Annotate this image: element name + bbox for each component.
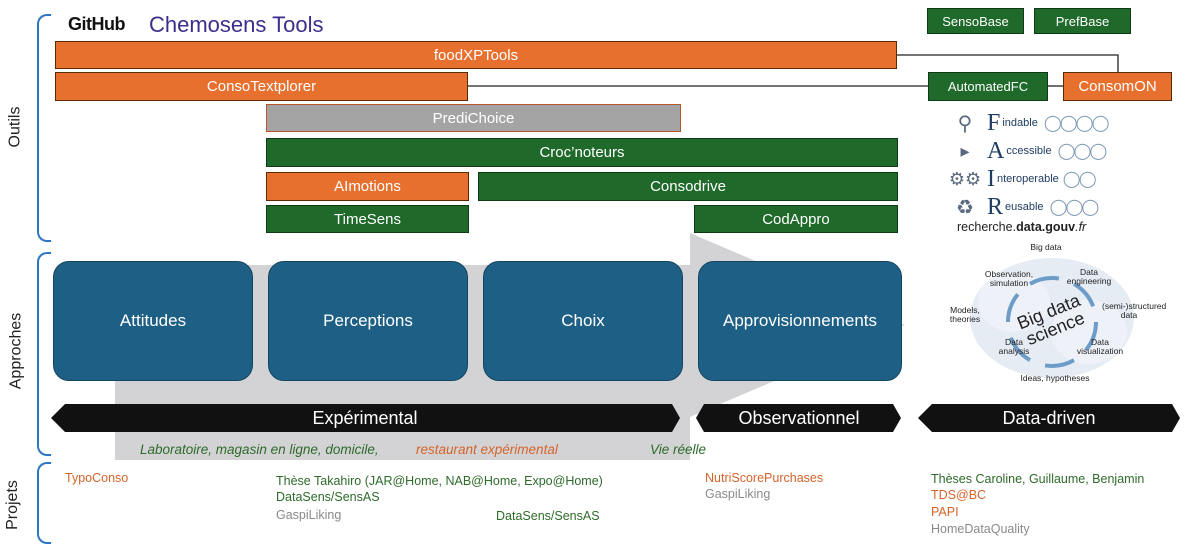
band-experimental: Expérimental [312, 407, 418, 428]
project-homedataquality[interactable]: HomeDataQuality [931, 522, 1030, 536]
recycle-icon: ♻ [956, 196, 974, 219]
bands-svg [51, 404, 1180, 432]
project-datasens-2[interactable]: DataSens/SensAS [496, 509, 600, 523]
fair-findable-word: indable [1002, 117, 1038, 129]
bigdata-cloud [970, 258, 1134, 378]
fair-reusable-row: ♻ R eusable ◯◯◯ [943, 192, 1158, 222]
fair-a-letter: A [987, 137, 1005, 164]
project-tdsbc[interactable]: TDS@BC [931, 488, 987, 502]
interoperable-decor-icon: ◯◯ [1062, 171, 1097, 188]
approach-perceptions[interactable]: Perceptions [268, 261, 468, 381]
project-gaspiliking-2[interactable]: GaspiLiking [705, 487, 771, 501]
sensobase-button[interactable]: SensoBase [927, 8, 1024, 34]
github-logo[interactable]: GitHub [68, 14, 126, 34]
project-papi[interactable]: PAPI [931, 505, 959, 519]
foodxptools-bar[interactable]: foodXPTools [55, 41, 897, 69]
project-datasens-1[interactable]: DataSens/SensAS [276, 490, 380, 504]
bigdata-models-label: Models, theories [949, 305, 981, 325]
bigdata-engineering-label: Data engineering [1066, 267, 1112, 287]
band-observationnel: Observationnel [738, 407, 860, 428]
consomon-button[interactable]: ConsomON [1063, 72, 1172, 101]
bigdata-structured-label: (semi-)structured data [1102, 301, 1167, 321]
project-typoconso[interactable]: TypoConso [65, 471, 129, 485]
fair-source-suffix: .fr [1075, 220, 1087, 234]
aimotions-bar[interactable]: AImotions [266, 172, 469, 201]
fair-findable-row: ⚲ F indable ◯◯◯◯ [943, 108, 1158, 138]
outils-bracket [37, 14, 51, 242]
context-restaurant: restaurant expérimental [416, 442, 558, 457]
bigdata-analysis-label: Data analysis [998, 337, 1030, 357]
approach-choix[interactable]: Choix [483, 261, 683, 381]
bigdata-observation-label: Observation, simulation [984, 269, 1034, 289]
band-experimental-shape [51, 404, 680, 432]
fair-source-prefix: recherche. [957, 220, 1017, 234]
fair-accessible-row: ▸ A ccessible ◯◯◯ [943, 136, 1158, 166]
fair-interoperable-word: nteroperable [997, 173, 1059, 185]
fair-interoperable-row: ⚙⚙ I nteroperable ◯◯ [943, 164, 1158, 194]
fair-source-bold: data.gouv [1016, 220, 1076, 234]
project-nutriscore[interactable]: NutriScorePurchases [705, 471, 824, 485]
bigdata-visualization-label: Data visualization [1076, 337, 1124, 357]
consotextplorer-bar[interactable]: ConsoTextplorer [55, 72, 468, 101]
reusable-decor-icon: ◯◯◯ [1049, 199, 1100, 216]
approches-bracket [37, 252, 51, 456]
automatedfc-button[interactable]: AutomatedFC [928, 72, 1048, 101]
fair-accessible-word: ccessible [1006, 145, 1052, 157]
project-gaspiliking-1[interactable]: GaspiLiking [276, 508, 342, 522]
prefbase-button[interactable]: PrefBase [1034, 8, 1131, 34]
context-real-life: Vie réelle [650, 442, 707, 457]
megaphone-icon: ▸ [960, 140, 970, 161]
fair-reusable-word: eusable [1005, 201, 1044, 213]
codappro-bar[interactable]: CodAppro [694, 205, 898, 233]
fair-source[interactable]: recherche.data.gouv.fr [957, 220, 1086, 234]
crocnoteurs-bar[interactable]: Croc’noteurs [266, 138, 898, 167]
fair-r-letter: R [987, 193, 1004, 220]
context-lab: Laboratoire, magasin en ligne, domicile, [140, 442, 379, 457]
fair-i-letter: I [987, 165, 995, 192]
tool-connectors [468, 54, 1119, 87]
approach-attitudes[interactable]: Attitudes [53, 261, 253, 381]
approach-approvisionnements[interactable]: Approvisionnements [698, 261, 902, 381]
timesens-bar[interactable]: TimeSens [266, 205, 469, 233]
magnifier-icon: ⚲ [957, 112, 973, 135]
page-title: Chemosens Tools [149, 12, 324, 37]
bigdata-diagram: Big data Observation, simulation Data en… [944, 240, 1167, 392]
band-datadriven: Data-driven [1002, 407, 1096, 428]
findable-decor-icon: ◯◯◯◯ [1043, 115, 1110, 132]
consodrive-bar[interactable]: Consodrive [478, 172, 898, 201]
project-these-takahiro[interactable]: Thèse Takahiro (JAR@Home, NAB@Home, Expo… [276, 474, 603, 488]
gears-icon: ⚙⚙ [948, 168, 982, 189]
bigdata-top-label: Big data [1030, 242, 1062, 252]
accessible-decor-icon: ◯◯◯ [1057, 143, 1108, 160]
fair-panel: ⚲ F indable ◯◯◯◯ ▸ A ccessible ◯◯◯ ⚙⚙ I … [943, 108, 1158, 240]
foodxp-to-consomon-line [897, 54, 1119, 76]
project-theses-cgb[interactable]: Thèses Caroline, Guillaume, Benjamin [931, 472, 1145, 486]
fair-f-letter: F [987, 109, 1001, 136]
bigdata-ideas-label: Ideas, hypotheses [1020, 373, 1090, 383]
band-datadriven-shape [918, 404, 1180, 432]
band-observationnel-shape [696, 404, 901, 432]
predichoice-bar[interactable]: PrediChoice [266, 104, 681, 132]
